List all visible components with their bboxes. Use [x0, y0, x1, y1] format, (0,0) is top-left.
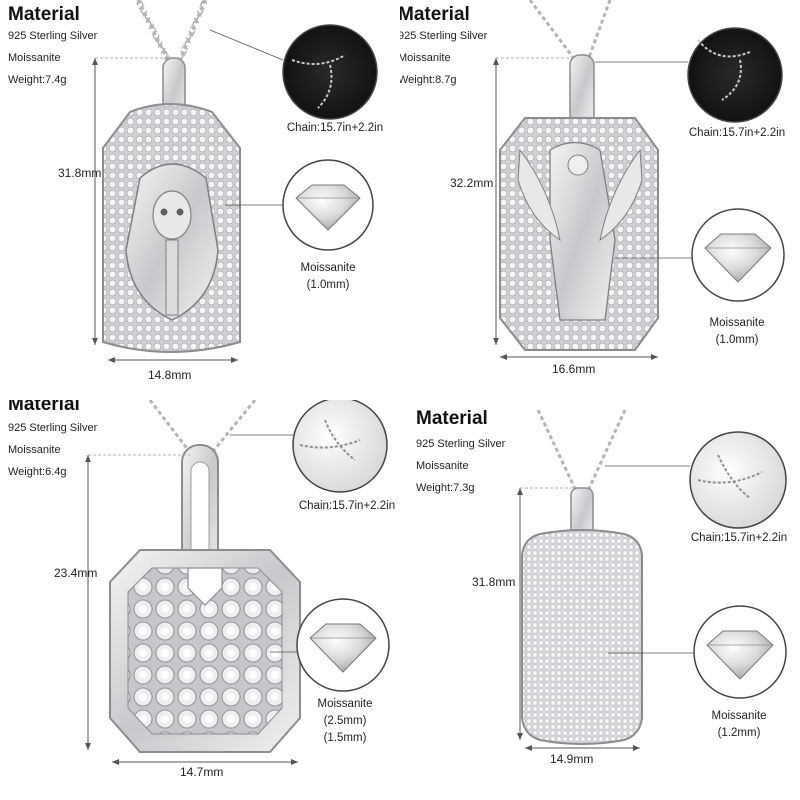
- material-metal: 925 Sterling Silver: [400, 30, 488, 42]
- stone-name-label: Moissanite: [709, 317, 765, 329]
- width-dimension: 16.6mm: [552, 362, 596, 376]
- chain-length-label: Chain:15.7in+2.2in: [688, 127, 786, 139]
- stone-size-label: (1.0mm): [715, 334, 759, 346]
- octagon-pendant-illustration: [85, 400, 390, 765]
- height-dimension: 32.2mm: [450, 176, 494, 190]
- material-stone: Moissanite: [416, 460, 469, 472]
- material-heading: Material: [416, 408, 488, 429]
- material-heading: Material: [400, 4, 470, 25]
- height-dimension: 23.4mm: [54, 566, 98, 580]
- stone-size-label: (1.0mm): [306, 279, 350, 291]
- pharaoh-pendant-illustration: [92, 0, 378, 363]
- material-metal: 925 Sterling Silver: [8, 30, 98, 42]
- height-dimension: 31.8mm: [58, 166, 102, 180]
- height-dimension: 31.8mm: [472, 575, 516, 589]
- product-panel-octagon-pave: Material 925 Sterling Silver Moissanite …: [0, 400, 400, 800]
- dog-tag-pendant-illustration: [517, 409, 787, 751]
- material-weight: Weight:7.4g: [8, 74, 67, 86]
- stone-size-label-secondary: (1.5mm): [323, 732, 367, 744]
- material-weight: Weight:8.7g: [400, 74, 457, 86]
- width-dimension: 14.9mm: [550, 752, 594, 766]
- chain-detail-icon: [687, 27, 783, 123]
- product-panel-dog-tag: Material 925 Sterling Silver Moissanite …: [400, 400, 800, 800]
- chain-detail-icon: [282, 24, 378, 120]
- stone-size-label: (2.5mm): [323, 715, 367, 727]
- material-weight: Weight:6.4g: [8, 466, 67, 478]
- product-panel-pharaoh: Material 925 Sterling Silver Moissanite …: [0, 0, 400, 400]
- chain-length-label: Chain:15.7in+2.2in: [286, 122, 384, 134]
- material-heading: Material: [8, 4, 80, 25]
- width-dimension: 14.7mm: [180, 765, 224, 779]
- chain-length-label: Chain:15.7in+2.2in: [690, 532, 788, 544]
- archangel-pendant-illustration: [493, 0, 785, 360]
- stone-name-label: Moissanite: [300, 262, 356, 274]
- material-weight: Weight:7.3g: [416, 482, 475, 494]
- material-stone: Moissanite: [400, 52, 451, 64]
- product-panel-archangel: Material 925 Sterling Silver Moissanite …: [400, 0, 800, 400]
- stone-name-label: Moissanite: [317, 698, 373, 710]
- material-metal: 925 Sterling Silver: [416, 438, 506, 450]
- material-heading: Material: [8, 400, 80, 415]
- chain-length-label: Chain:15.7in+2.2in: [298, 500, 396, 512]
- material-stone: Moissanite: [8, 52, 61, 64]
- stone-name-label: Moissanite: [711, 710, 767, 722]
- stone-size-label: (1.2mm): [717, 727, 761, 739]
- width-dimension: 14.8mm: [148, 368, 192, 382]
- material-metal: 925 Sterling Silver: [8, 422, 98, 434]
- material-stone: Moissanite: [8, 444, 61, 456]
